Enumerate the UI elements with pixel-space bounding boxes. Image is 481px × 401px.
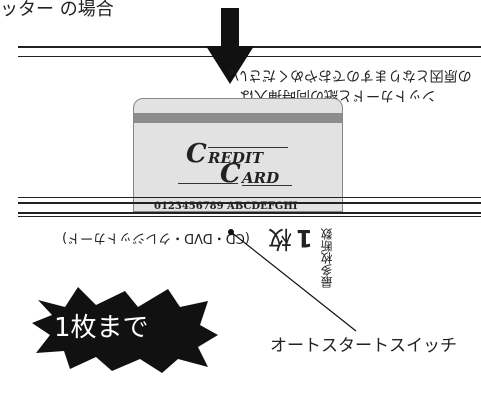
top-rail-2 [18,56,481,57]
card-line-2 [178,183,238,184]
magnetic-stripe [134,113,342,123]
slot-rail-2 [18,202,481,204]
slot-rail-3 [18,212,481,214]
slot-rail-1 [18,197,481,198]
insert-arrow-icon [206,8,254,84]
page-title: ッター の場合 [0,0,114,20]
slot-rail-4 [18,216,481,217]
card-line-3 [242,185,292,186]
card-number: 0123456789 ABCDEFGHI [154,201,298,212]
card-word-2: ARD [242,169,280,187]
auto-start-switch-label: オートスタートスイッチ [270,336,457,356]
one-sheet-badge [32,287,218,373]
one-sheet-badge-label: 1枚まで [54,313,149,343]
card-initial-2: C [220,159,241,189]
credit-card: C REDIT C ARD 0123456789 ABCDEFGHI [133,98,343,212]
card-line-1 [208,147,288,148]
card-initial-1: C [186,139,207,169]
card-word-1: REDIT [208,149,264,167]
